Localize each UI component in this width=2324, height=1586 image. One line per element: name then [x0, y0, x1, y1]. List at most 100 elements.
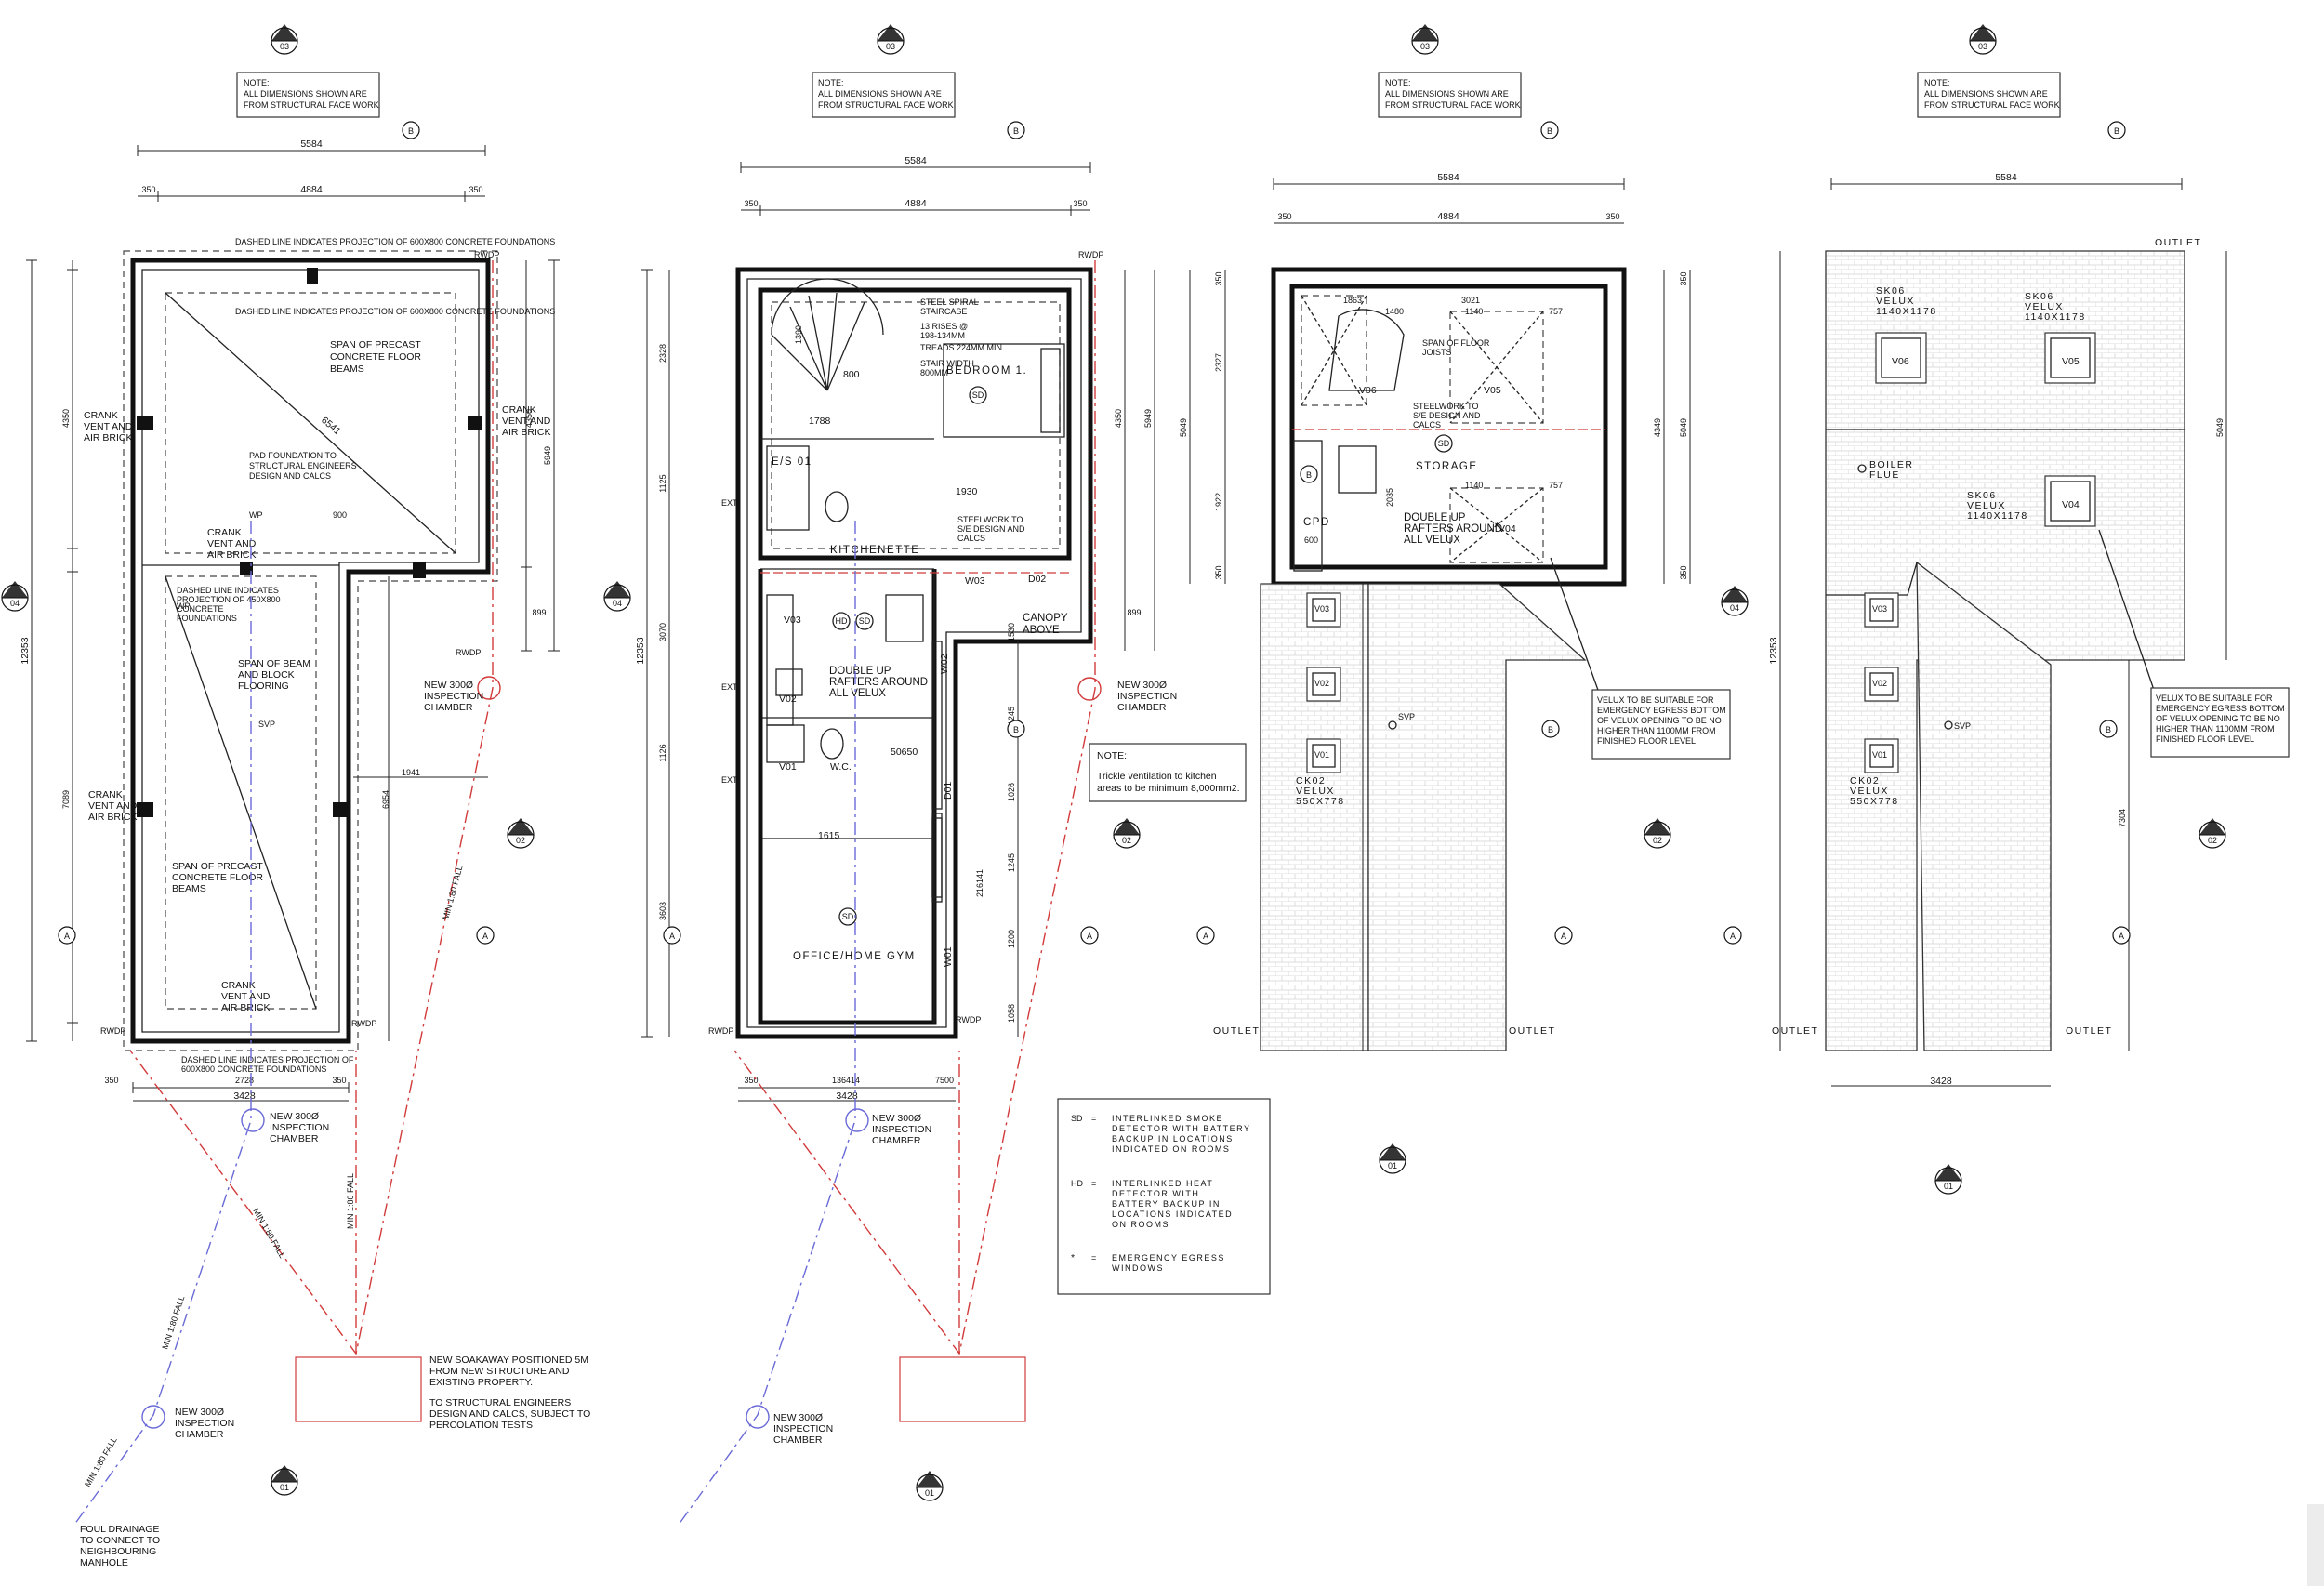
- dimension-label: 50650: [891, 747, 918, 758]
- svg-text:A: A: [1730, 932, 1736, 941]
- egress-marker: *: [1495, 522, 1499, 533]
- dimension-label: 2035: [1385, 488, 1394, 507]
- svg-text:2328: 2328: [658, 344, 667, 363]
- svg-text:01: 01: [925, 1488, 934, 1498]
- top-dimensions: 5584 350 4884 350: [137, 139, 486, 202]
- dashed-projection-label: DASHED LINE INDICATES PROJECTION OF 600X…: [235, 307, 555, 316]
- svg-text:=: =: [1091, 1253, 1096, 1262]
- svg-text:3428: 3428: [1930, 1076, 1952, 1087]
- dimension-label: 350: [104, 1076, 118, 1085]
- svg-text:04: 04: [613, 599, 622, 608]
- svg-text:5049: 5049: [2215, 418, 2225, 437]
- door-label: D01: [943, 782, 954, 800]
- svg-text:5949: 5949: [1143, 409, 1153, 428]
- rwdp-label: RWDP: [351, 1019, 376, 1028]
- elevation-marker-left: 04: [1, 580, 29, 612]
- svg-text:NOTE:: NOTE:: [818, 78, 844, 87]
- svg-text:350: 350: [744, 199, 758, 208]
- dimension-label: 900: [333, 510, 347, 520]
- elevation-marker-right: 02: [2199, 817, 2226, 849]
- svg-text:B: B: [1547, 126, 1552, 136]
- dimension-label: 4350: [524, 409, 534, 428]
- section-marker-a: A: [1554, 926, 1573, 945]
- fall-label: MIN 1:80 FALL: [441, 865, 464, 921]
- section-marker-a: A: [2112, 926, 2131, 945]
- heat-detector: HD: [836, 616, 848, 626]
- svp-label: SVP: [1954, 721, 1971, 731]
- dimension-label: 1863: [1343, 296, 1362, 305]
- svg-text:350: 350: [744, 1076, 758, 1085]
- ground-floor-plan: 03 NOTE: ALL DIMENSIONS SHOWN ARE FROM S…: [1, 23, 590, 1568]
- svg-text:350: 350: [1605, 212, 1619, 221]
- svg-text:5584: 5584: [1437, 172, 1459, 183]
- svg-text:02: 02: [1653, 836, 1662, 845]
- top-dimensions: 5584 350 4884 350: [740, 155, 1091, 216]
- velux-label: V02: [779, 694, 797, 705]
- ground-walls: [130, 258, 491, 1044]
- section-marker-b: B: [2107, 121, 2126, 139]
- window-label: W03: [965, 575, 985, 587]
- dimension-label: 1941: [402, 768, 420, 777]
- svg-text:5584: 5584: [905, 155, 927, 166]
- svg-text:4350: 4350: [1114, 409, 1123, 428]
- svg-text:NOTE:: NOTE:: [1385, 78, 1411, 87]
- left-dimensions: 12353 4350 7089: [20, 259, 78, 1042]
- dimension-label: 1930: [956, 486, 978, 497]
- svg-text:A: A: [669, 932, 675, 941]
- roof-plan: 03 NOTE: ALL DIMENSIONS SHOWN ARE FROM S…: [1723, 23, 2290, 1195]
- svg-text:ALL DIMENSIONS SHOWN ARE: ALL DIMENSIONS SHOWN ARE: [1385, 89, 1509, 99]
- dimension-label: 12353: [20, 637, 31, 664]
- outlet-label: OUTLET: [2066, 1025, 2112, 1037]
- svg-text:350: 350: [1214, 565, 1223, 579]
- elevation-marker-top: 03: [271, 23, 298, 55]
- rwdp-label: RWDP: [956, 1015, 981, 1024]
- dimension-label: 1788: [809, 416, 831, 427]
- dimension-label: 350: [469, 185, 482, 194]
- svg-text:ALL DIMENSIONS SHOWN ARE: ALL DIMENSIONS SHOWN ARE: [1924, 89, 2048, 99]
- svg-text:03: 03: [886, 42, 895, 51]
- svg-text:03: 03: [1420, 42, 1430, 51]
- svg-text:FROM STRUCTURAL FACE WORK: FROM STRUCTURAL FACE WORK: [818, 100, 954, 110]
- section-marker-b: B: [1540, 121, 1559, 139]
- section-marker-b: B: [1007, 720, 1025, 738]
- svg-text:B: B: [1013, 725, 1019, 734]
- legend-key: *: [1071, 1252, 1075, 1263]
- scrollbar-thumb[interactable]: [2307, 1504, 2324, 1586]
- svg-text:1530: 1530: [1007, 623, 1016, 641]
- dimension-label: 600: [1304, 535, 1318, 545]
- velux-label: V01: [1314, 750, 1329, 760]
- note-box: NOTE: ALL DIMENSIONS SHOWN ARE FROM STRU…: [812, 72, 956, 118]
- svg-text:3070: 3070: [658, 623, 667, 641]
- rwdp-label: RWDP: [1078, 250, 1103, 259]
- velux-label: V01: [1872, 750, 1887, 760]
- room-label-kitchenette: KITCHENETTE: [830, 545, 919, 556]
- attic-floor-plan: 03 NOTE: ALL DIMENSIONS SHOWN ARE FROM S…: [1179, 23, 1749, 1174]
- velux-label: V02: [1872, 679, 1887, 688]
- svg-text:04: 04: [1730, 603, 1739, 613]
- svg-text:NOTE:: NOTE:: [1097, 750, 1127, 761]
- section-marker-a: A: [1723, 926, 1742, 945]
- svg-text:=: =: [1091, 1179, 1096, 1188]
- note-title: NOTE:: [244, 78, 270, 87]
- svg-text:03: 03: [1978, 42, 1987, 51]
- svg-text:B: B: [1548, 725, 1553, 734]
- dimension-label: 1615: [818, 830, 840, 841]
- velux-label: V04: [1499, 523, 1516, 535]
- velux-label: V05: [2062, 356, 2080, 367]
